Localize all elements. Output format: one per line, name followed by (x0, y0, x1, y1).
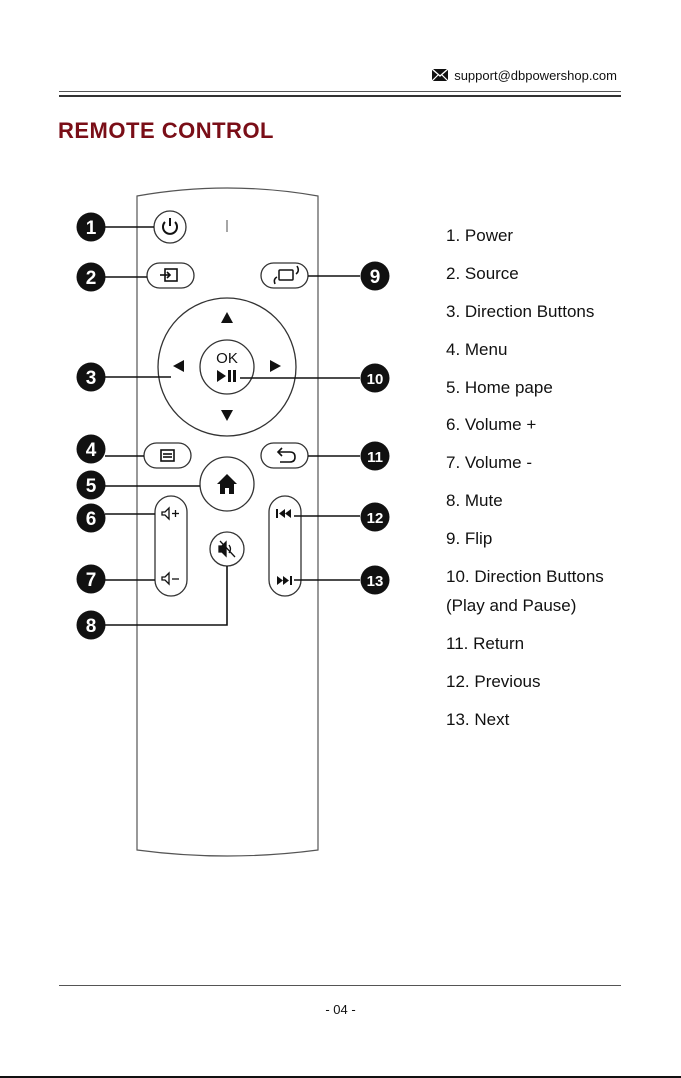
volume-rocker (155, 496, 187, 596)
return-button[interactable] (261, 443, 308, 468)
legend-item: 4. Menu (446, 338, 604, 376)
svg-text:12: 12 (367, 510, 384, 527)
home-button[interactable] (200, 457, 254, 511)
legend-item: 3. Direction Buttons (446, 300, 604, 338)
direction-pad: OK (158, 298, 296, 436)
svg-text:10: 10 (367, 371, 384, 388)
callout-8: 8 (77, 611, 106, 640)
power-button[interactable] (154, 211, 186, 243)
flip-button[interactable] (261, 263, 308, 288)
legend-item: 9. Flip (446, 527, 604, 565)
legend-item: 12. Previous (446, 670, 604, 708)
callout-10: 10 (361, 364, 390, 393)
callout-7: 7 (77, 565, 106, 594)
legend-item: 5. Home pape (446, 376, 604, 414)
legend-item: 2. Source (446, 262, 604, 300)
legend-item: 11. Return (446, 632, 604, 670)
svg-text:11: 11 (367, 449, 383, 466)
callout-5: 5 (77, 471, 106, 500)
ok-label: OK (216, 350, 238, 367)
svg-text:5: 5 (86, 476, 97, 497)
source-button[interactable] (147, 263, 194, 288)
callout-13: 13 (361, 566, 390, 595)
menu-button[interactable] (144, 443, 191, 468)
svg-text:6: 6 (86, 509, 97, 530)
callout-9: 9 (361, 262, 390, 291)
legend-item: 1. Power (446, 224, 604, 262)
svg-text:9: 9 (370, 267, 381, 288)
callout-1: 1 (77, 213, 106, 242)
svg-text:8: 8 (86, 616, 97, 637)
legend-item: 7. Volume - (446, 451, 604, 489)
track-rocker (269, 496, 301, 596)
legend-item: 6. Volume + (446, 413, 604, 451)
page-number: - 04 - (0, 1002, 681, 1017)
svg-text:1: 1 (86, 218, 97, 239)
svg-text:13: 13 (367, 573, 384, 590)
footer-rule (59, 985, 621, 986)
callout-3: 3 (77, 363, 106, 392)
callout-12: 12 (361, 503, 390, 532)
callout-11: 11 (361, 442, 390, 471)
legend-item: 13. Next (446, 708, 604, 746)
legend-item-continuation: (Play and Pause) (446, 594, 604, 632)
svg-text:3: 3 (86, 368, 97, 389)
legend-item: 8. Mute (446, 489, 604, 527)
callout-6: 6 (77, 504, 106, 533)
ok-play-pause-button[interactable] (200, 340, 254, 394)
button-legend: 1. Power 2. Source 3. Direction Buttons … (446, 224, 604, 745)
callout-2: 2 (77, 263, 106, 292)
svg-text:4: 4 (86, 440, 97, 461)
callout-4: 4 (77, 435, 106, 464)
svg-text:7: 7 (86, 570, 97, 591)
svg-text:2: 2 (86, 268, 97, 289)
mute-button[interactable] (210, 532, 244, 566)
